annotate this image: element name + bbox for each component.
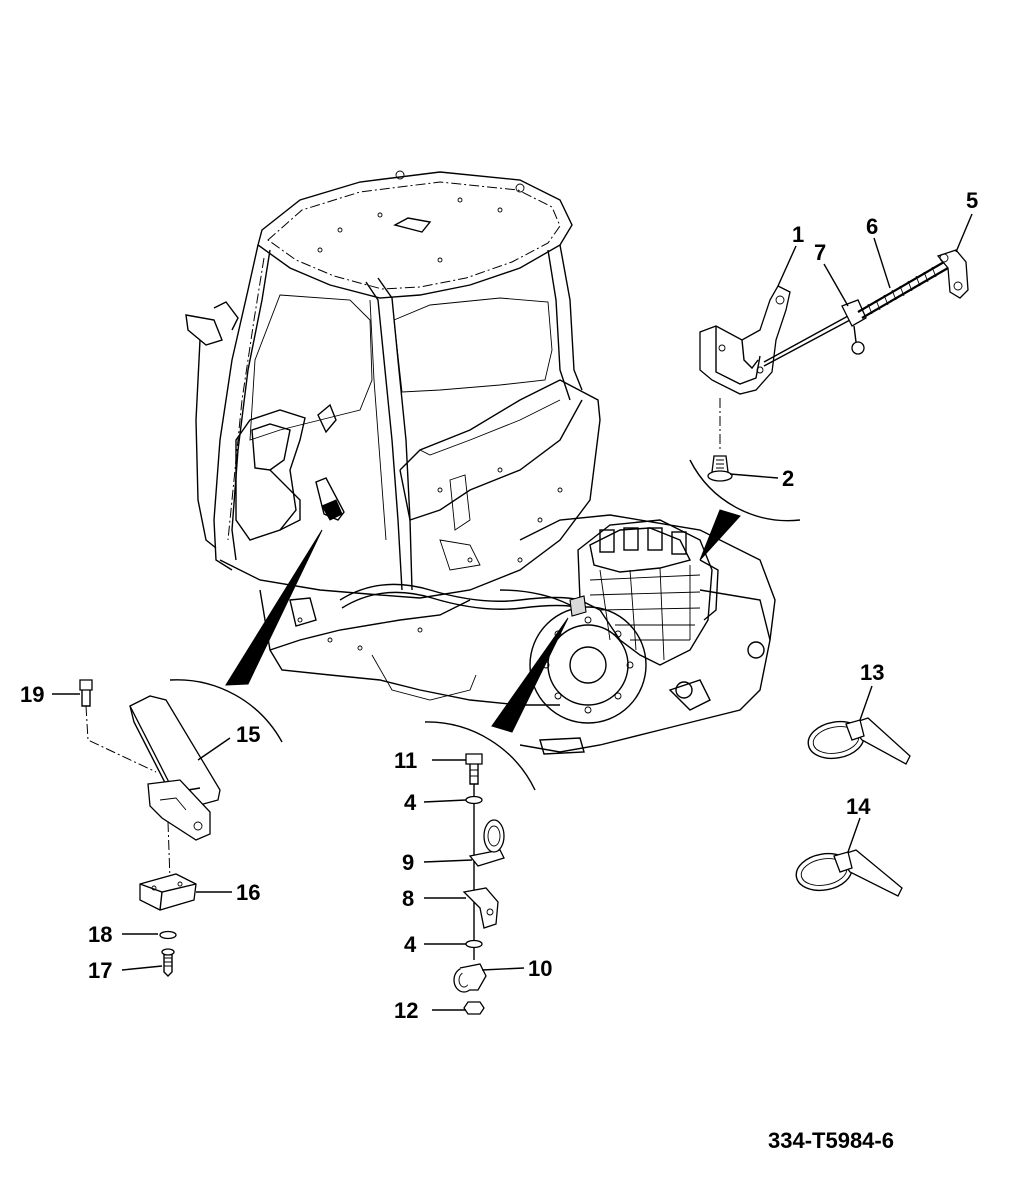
callout-18: 18: [88, 922, 112, 947]
callout-12: 12: [394, 998, 418, 1023]
callout-19: 19: [20, 682, 44, 707]
callout-7: 7: [814, 240, 826, 265]
clamp-assembly-part: [453, 753, 505, 1015]
callout-17: 17: [88, 958, 112, 983]
callout-14: 14: [846, 794, 871, 819]
bracket-part: [699, 285, 791, 395]
callout-labels: 1 7 6 5 2 13 14 19 15 16 18 17 11 4 9 8 …: [20, 188, 978, 1023]
callout-9: 9: [402, 850, 414, 875]
callout-6: 6: [866, 214, 878, 239]
pedal-part: [79, 679, 221, 977]
cable-assembly-part: [763, 249, 969, 367]
callout-5: 5: [966, 188, 978, 213]
cable-tie-parts: [795, 717, 911, 897]
callout-2: 2: [782, 466, 794, 491]
callout-15: 15: [236, 722, 260, 747]
callout-10: 10: [528, 956, 552, 981]
screw-part: [707, 398, 733, 482]
callout-13: 13: [860, 660, 884, 685]
callout-8: 8: [402, 886, 414, 911]
cab-illustration: [185, 170, 601, 706]
drawing-reference-number: 334-T5984-6: [768, 1128, 894, 1153]
callout-16: 16: [236, 880, 260, 905]
callout-4-upper: 4: [404, 790, 417, 815]
detail-callouts: [169, 459, 801, 791]
engine-illustration: [519, 514, 776, 755]
leader-lines: [52, 213, 973, 1011]
callout-1: 1: [792, 222, 804, 247]
callout-11: 11: [394, 748, 417, 773]
callout-4-lower: 4: [404, 932, 417, 957]
